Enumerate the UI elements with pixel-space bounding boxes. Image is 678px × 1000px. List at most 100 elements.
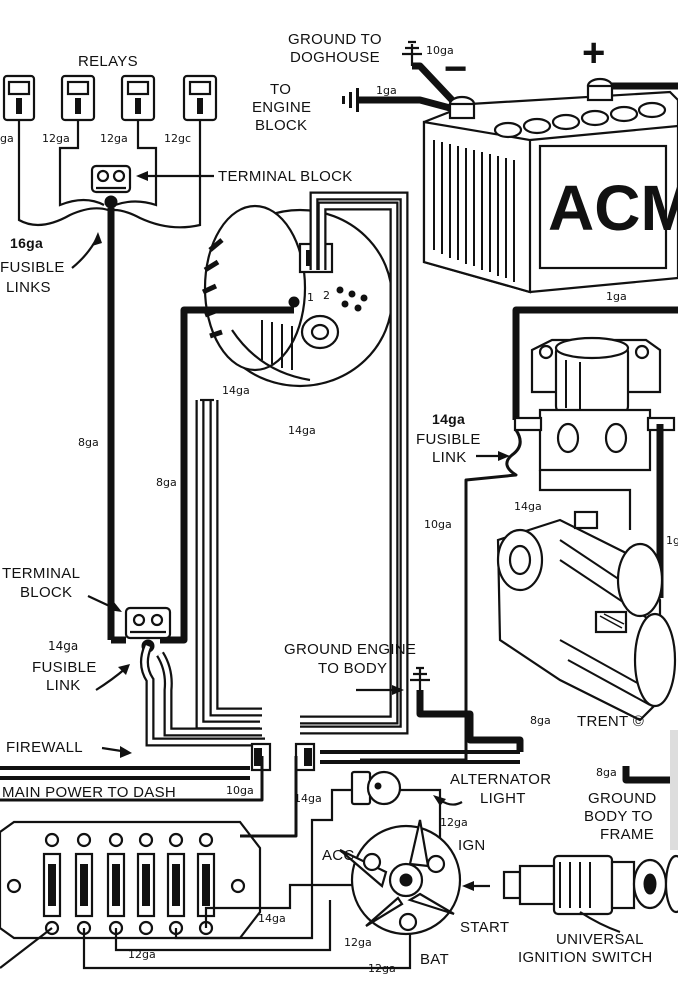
alternator-light-bulb [350, 770, 402, 806]
gauge-relay-2: 12ga [100, 132, 128, 145]
gauge-main-8ga-a: 8ga [78, 436, 99, 449]
starter-10ga-wire [360, 429, 522, 762]
terminal-block-top [90, 164, 132, 209]
ground-to-doghouse-label-2: DOGHOUSE [290, 49, 380, 66]
minus-sign: − [444, 47, 467, 91]
ground-body-frame-label-1: GROUND [588, 790, 656, 807]
terminal-block-left-label-1: TERMINAL [2, 565, 80, 582]
gauge-dash-10ga: 10ga [226, 784, 254, 797]
fusible-link-right-label-1: FUSIBLE [416, 431, 481, 448]
plus-sign: + [582, 31, 605, 75]
solenoid-1ga-cable [512, 306, 678, 420]
relay-wires [17, 120, 202, 229]
gauge-relay-left: ga [0, 132, 14, 145]
starter-motor [496, 510, 677, 722]
battery: ACM [422, 77, 678, 294]
gauge-ign-12ga: 12ga [440, 816, 468, 829]
alt-terminal-2: 2 [323, 289, 330, 302]
relay-1 [2, 74, 36, 122]
gauge-engine-block: 1ga [376, 84, 397, 97]
alt-terminal-1: 1 [307, 291, 314, 304]
switch-wire-bat [0, 927, 53, 969]
relay-2 [60, 74, 96, 122]
fuse-block [0, 820, 262, 940]
gauge-relay-3: 12gc [164, 132, 191, 145]
gauge-right-edge: 1g [666, 534, 678, 547]
ground-engine-body-label-2: TO BODY [318, 660, 387, 677]
ign-label: IGN [458, 837, 486, 854]
terminal-block-left [124, 606, 172, 653]
gauge-switch-14ga: 14ga [258, 912, 286, 925]
main-power-dash-wire [0, 756, 264, 802]
fuse-4 [136, 832, 156, 936]
ground-engine-block-symbol [342, 88, 359, 112]
universal-switch-arrow [579, 911, 621, 934]
dash-10ga-wire [240, 756, 298, 838]
to-engine-block-label-3: BLOCK [255, 117, 307, 134]
fusible-link-left-size-label: 14ga [48, 639, 78, 653]
ground-body-frame-label-3: FRAME [600, 826, 654, 843]
universal-switch-label-2: IGNITION SWITCH [518, 949, 653, 966]
gauge-doghouse: 10ga [426, 44, 454, 57]
gauge-starter-14ga: 14ga [514, 500, 542, 513]
bat-label: BAT [420, 951, 449, 968]
fuse-5 [166, 832, 186, 936]
engine-block-ground [358, 96, 451, 112]
fusible-links-arrow [71, 237, 98, 269]
relay-4 [182, 74, 218, 122]
gauge-relay-1: 12ga [42, 132, 70, 145]
fusible-link-left-label-1: FUSIBLE [32, 659, 97, 676]
relays-label: RELAYS [78, 53, 138, 70]
terminal-block-left-label-2: BLOCK [20, 584, 72, 601]
gauge-light-14ga: 14ga [294, 792, 322, 805]
ground-engine-body-label-1: GROUND ENGINE [284, 641, 416, 658]
fusible-link-left-label-2: LINK [46, 677, 81, 694]
gauge-switch-12ga-a: 12ga [344, 936, 372, 949]
alternator: 1 2 [201, 204, 394, 388]
gauge-ground-8ga: 8ga [530, 714, 551, 727]
fuse-2 [74, 832, 94, 936]
gauge-alt-14ga-b: 14ga [288, 424, 316, 437]
to-engine-block-label-1: TO [270, 81, 291, 98]
to-engine-block-label-2: ENGINE [252, 99, 311, 116]
universal-ignition-switch [502, 854, 678, 916]
gauge-starter-10ga: 10ga [424, 518, 452, 531]
doghouse-ground [412, 62, 455, 103]
terminal-block-arrowhead [136, 171, 148, 181]
fusible-links-label-1: FUSIBLE [0, 259, 65, 276]
ground-to-doghouse-label-1: GROUND TO [288, 31, 382, 48]
relay-3 [120, 74, 156, 122]
gauge-switch-12ga-b: 12ga [128, 948, 156, 961]
alternator-light-label-1: ALTERNATOR [450, 771, 551, 788]
battery-brand: ACM [548, 172, 678, 244]
firewall-label: FIREWALL [6, 739, 83, 756]
ground-doghouse-symbol [402, 40, 422, 66]
alternator-light-label-2: LIGHT [480, 790, 526, 807]
fusible-links-size-label: 16ga [10, 235, 43, 251]
gauge-main-8ga-b: 8ga [156, 476, 177, 489]
gauge-frame-8ga: 8ga [596, 766, 617, 779]
gauge-alt-14ga-a: 14ga [222, 384, 250, 397]
fusible-link-left-arrow [95, 667, 127, 691]
start-label: START [460, 919, 509, 936]
acc-label: ACC [322, 847, 355, 864]
starter-solenoid [513, 336, 676, 472]
alternator-wires [160, 191, 409, 735]
ground-body-frame-label-2: BODY TO [584, 808, 653, 825]
terminal-block-top-label: TERMINAL BLOCK [218, 168, 353, 185]
ground-body-frame [622, 730, 678, 850]
relay-group [2, 74, 218, 122]
fusible-link-right-label-2: LINK [432, 449, 467, 466]
fuse-3 [106, 832, 126, 936]
fusible-link-right-size-label: 14ga [432, 411, 465, 427]
main-power-dash-label: MAIN POWER TO DASH [2, 784, 176, 801]
ground-engine-body [356, 666, 524, 752]
starter-14ga-wire [538, 470, 632, 530]
trent-signature: TRENT © [577, 713, 644, 730]
gauge-battery-solenoid: 1ga [606, 290, 627, 303]
fusible-links-label-2: LINKS [6, 279, 51, 296]
universal-switch-label-1: UNIVERSAL [556, 931, 644, 948]
gauge-switch-12ga-c: 12ga [368, 962, 396, 975]
